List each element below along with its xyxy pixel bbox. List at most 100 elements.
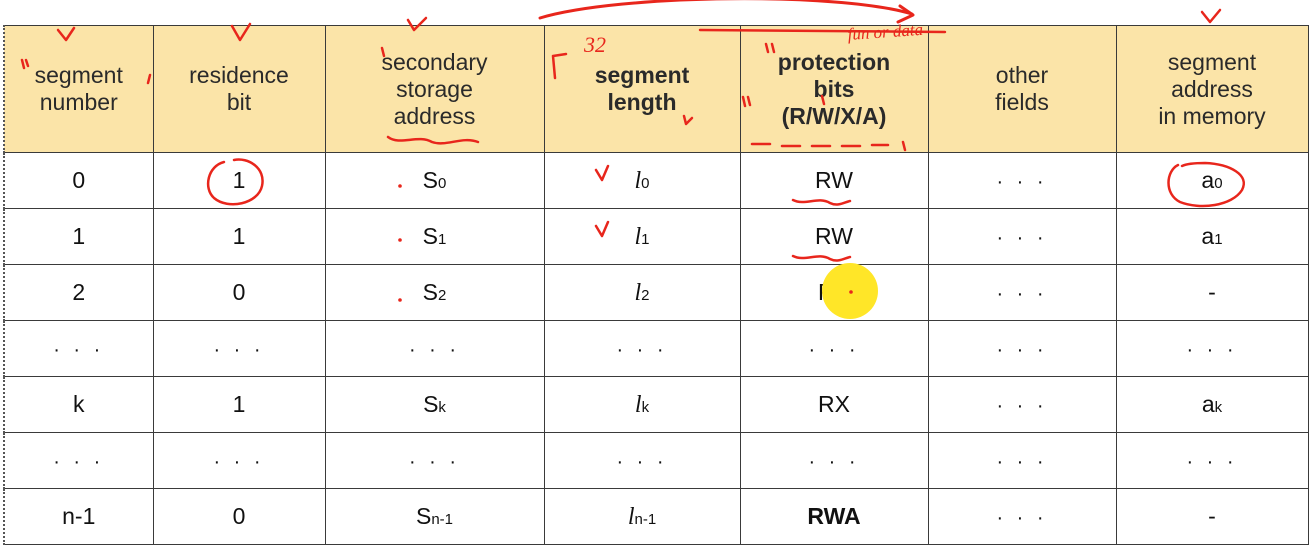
cell-value: · · · xyxy=(213,451,265,473)
table-cell: - xyxy=(1115,264,1309,321)
cell-value: · · · xyxy=(1186,339,1238,361)
table-cell: · · · xyxy=(543,320,741,377)
table-cell: S1 xyxy=(324,208,545,265)
cell-value: · · · xyxy=(996,283,1048,305)
cell-value: RW xyxy=(815,223,853,249)
table-cell: l1 xyxy=(543,208,741,265)
cell-subscript: k xyxy=(438,399,446,416)
cell-symbol: l xyxy=(627,503,635,530)
table-cell: · · · xyxy=(1115,320,1309,377)
cell-value: · · · xyxy=(616,451,668,473)
cell-symbol: S xyxy=(422,279,438,305)
cell-value: 0 xyxy=(232,279,246,305)
table-cell: 0 xyxy=(152,488,326,545)
cell-value: - xyxy=(1208,503,1216,529)
table-cell: lk xyxy=(543,376,741,433)
cell-value: 2 xyxy=(72,279,86,305)
table-cell: RW xyxy=(739,152,929,209)
table-cell: Sn-1 xyxy=(324,488,545,545)
column-header: secondary storage address xyxy=(324,25,545,153)
cell-subscript: 1 xyxy=(641,230,650,248)
column-header: residence bit xyxy=(152,25,326,153)
cell-value: · · · xyxy=(213,339,265,361)
table-cell: RW xyxy=(739,208,929,265)
table-cell: 1 xyxy=(152,152,326,209)
cell-value: · · · xyxy=(408,339,461,361)
cell-value: · · · xyxy=(996,451,1048,473)
table-cell: · · · xyxy=(927,152,1117,209)
cell-subscript: 1 xyxy=(1214,231,1223,248)
column-header: segment length xyxy=(543,25,741,153)
laser-pointer-highlight xyxy=(822,263,878,319)
cell-value: k xyxy=(73,391,85,417)
cell-symbol: a xyxy=(1201,223,1215,249)
table-cell: · · · xyxy=(927,376,1117,433)
cell-symbol: S xyxy=(422,223,438,249)
cell-symbol: S xyxy=(423,391,439,417)
cell-value: RW xyxy=(815,167,853,193)
cell-value: · · · xyxy=(53,339,105,361)
table-row: · · · · · · · · · · · · · · · · · · · · · xyxy=(3,432,1309,489)
cell-value: · · · xyxy=(996,227,1048,249)
cell-subscript: n-1 xyxy=(431,511,454,528)
cell-subscript: 2 xyxy=(438,287,447,304)
table-cell: · · · xyxy=(739,432,929,489)
cell-value: RWA xyxy=(807,503,861,529)
table-cell: · · · xyxy=(927,320,1117,377)
table-cell: n-1 xyxy=(3,488,154,545)
table-cell: · · · xyxy=(324,432,545,489)
table-cell: S0 xyxy=(324,152,545,209)
cell-symbol: l xyxy=(634,223,642,250)
cell-subscript: 0 xyxy=(641,174,650,192)
cell-value: · · · xyxy=(996,339,1048,361)
cell-value: · · · xyxy=(808,339,860,361)
cell-value: · · · xyxy=(996,171,1048,193)
annotation-arc xyxy=(538,0,914,20)
cell-value: · · · xyxy=(996,395,1048,417)
cell-value: · · · xyxy=(1186,451,1238,473)
table-cell: S2 xyxy=(324,264,545,321)
table-cell: k xyxy=(3,376,154,433)
cell-value: · · · xyxy=(808,451,860,473)
table-cell: 0 xyxy=(152,264,326,321)
table-cell: Sk xyxy=(324,376,545,433)
cell-symbol: S xyxy=(422,167,438,193)
table-cell: RWA xyxy=(739,488,929,545)
table-cell: RX xyxy=(739,376,929,433)
table-cell: 1 xyxy=(152,376,326,433)
table-cell: · · · xyxy=(152,432,326,489)
cell-subscript: 1 xyxy=(438,231,447,248)
table-row: 20S2l2RX· · ·- xyxy=(3,264,1309,321)
cell-subscript: n-1 xyxy=(634,510,657,528)
cell-symbol: S xyxy=(415,503,432,529)
column-header: protection bits (R/W/X/A) xyxy=(739,25,929,153)
cell-value: - xyxy=(1208,279,1216,305)
cell-subscript: 0 xyxy=(438,175,447,192)
table-cell: 1 xyxy=(3,208,154,265)
column-header: segment address in memory xyxy=(1115,25,1309,153)
table-row: · · · · · · · · · · · · · · · · · · · · · xyxy=(3,320,1309,377)
cell-symbol: l xyxy=(634,391,642,418)
table-cell: 1 xyxy=(152,208,326,265)
cell-value: RX xyxy=(818,391,850,417)
check-mark xyxy=(1200,8,1222,24)
table-cell: - xyxy=(1115,488,1309,545)
table-cell: a1 xyxy=(1115,208,1309,265)
cell-symbol: l xyxy=(634,167,642,194)
column-header: segment number xyxy=(3,25,154,153)
cell-value: 1 xyxy=(232,391,246,417)
cell-value: n-1 xyxy=(62,503,96,529)
cell-value: 1 xyxy=(232,167,246,193)
table-cell: ln-1 xyxy=(543,488,741,545)
cell-value: 1 xyxy=(232,223,246,249)
cell-value: 0 xyxy=(72,167,86,193)
table-cell: · · · xyxy=(3,432,154,489)
cell-value: · · · xyxy=(408,451,461,473)
cell-value: 0 xyxy=(232,503,246,529)
